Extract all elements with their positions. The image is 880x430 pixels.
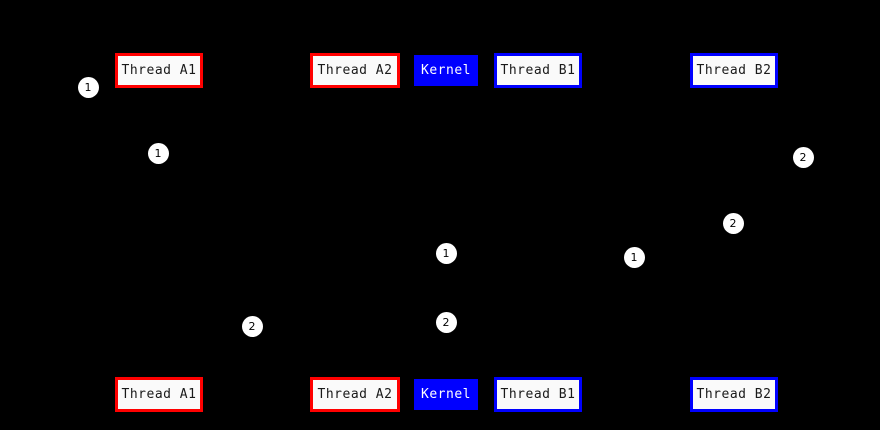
participant-label: Thread A2 [317, 63, 393, 78]
message-line-3 [446, 228, 735, 319]
participant-label: Thread A1 [121, 63, 197, 78]
lifeline-stroke-kernel [446, 88, 447, 377]
lifeline-stroke-thread-a1 [159, 88, 160, 377]
lifeline-stroke-thread-b1 [538, 88, 539, 377]
participant-box-kernel-bottom[interactable]: Kernel [414, 379, 478, 410]
sequence-badge-label: 1 [442, 246, 450, 260]
participant-box-thread-b1-bottom[interactable]: Thread B1 [494, 377, 582, 412]
sequence-badge-label: 1 [154, 146, 162, 160]
participant-box-thread-b2-top[interactable]: Thread B2 [690, 53, 778, 88]
sequence-badge-label: 2 [729, 216, 737, 230]
participant-label: Thread A1 [121, 387, 197, 402]
participant-label: Thread B2 [696, 387, 772, 402]
lifeline-stroke-thread-a2 [355, 88, 356, 377]
participant-box-thread-a1-top[interactable]: Thread A1 [115, 53, 203, 88]
participant-label: Thread A2 [317, 387, 393, 402]
participant-box-thread-b1-top[interactable]: Thread B1 [494, 53, 582, 88]
sequence-badge: 2 [722, 212, 744, 234]
participant-box-thread-b2-bottom[interactable]: Thread B2 [690, 377, 778, 412]
sequence-badge: 2 [435, 311, 457, 333]
participant-label: Kernel [421, 63, 471, 78]
sequence-badge-label: 1 [630, 250, 638, 264]
sequence-badge: 1 [435, 242, 457, 264]
message-line-4 [159, 317, 447, 334]
participant-box-kernel-top[interactable]: Kernel [414, 55, 478, 86]
sequence-badge: 2 [792, 146, 814, 168]
message-line-2 [446, 227, 734, 251]
participant-box-thread-a1-bottom[interactable]: Thread A1 [115, 377, 203, 412]
sequence-badge-label: 2 [248, 319, 256, 333]
participant-label: Thread B2 [696, 63, 772, 78]
sequence-badge: 2 [241, 315, 263, 337]
message-line-1 [158, 160, 447, 251]
sequence-badge-label: 1 [84, 80, 92, 94]
sequence-badge-label: 2 [442, 315, 450, 329]
sequence-badge: 1 [147, 142, 169, 164]
participant-label: Kernel [421, 387, 471, 402]
participant-box-thread-a2-bottom[interactable]: Thread A2 [310, 377, 400, 412]
participant-box-thread-a2-top[interactable]: Thread A2 [310, 53, 400, 88]
participant-label: Thread B1 [500, 63, 576, 78]
sequence-badge: 1 [77, 76, 99, 98]
sequence-badge: 1 [623, 246, 645, 268]
sequence-badge-label: 2 [799, 150, 807, 164]
participant-label: Thread B1 [500, 387, 576, 402]
